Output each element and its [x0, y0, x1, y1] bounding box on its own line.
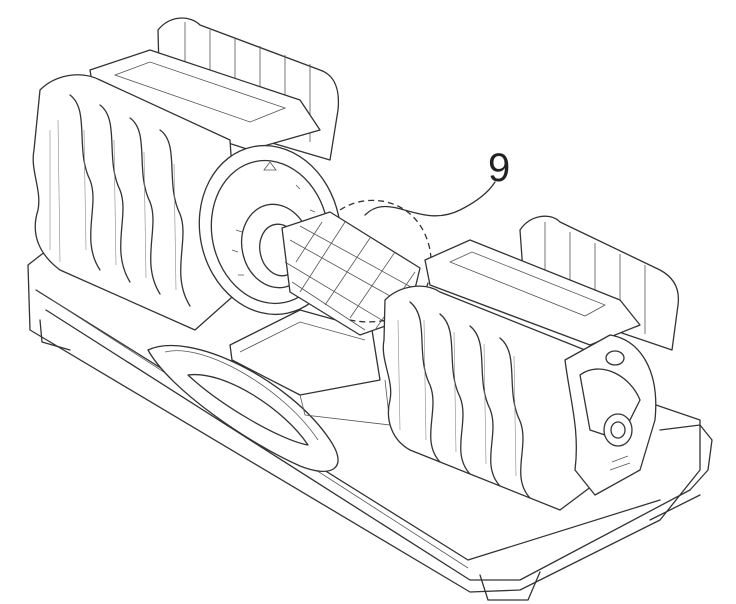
right-weight-stack [382, 215, 680, 511]
reference-numeral-9: 9 [488, 146, 511, 190]
right-tray-rim [649, 424, 713, 521]
left-weight-stack [32, 17, 342, 331]
leader-line [364, 181, 496, 217]
